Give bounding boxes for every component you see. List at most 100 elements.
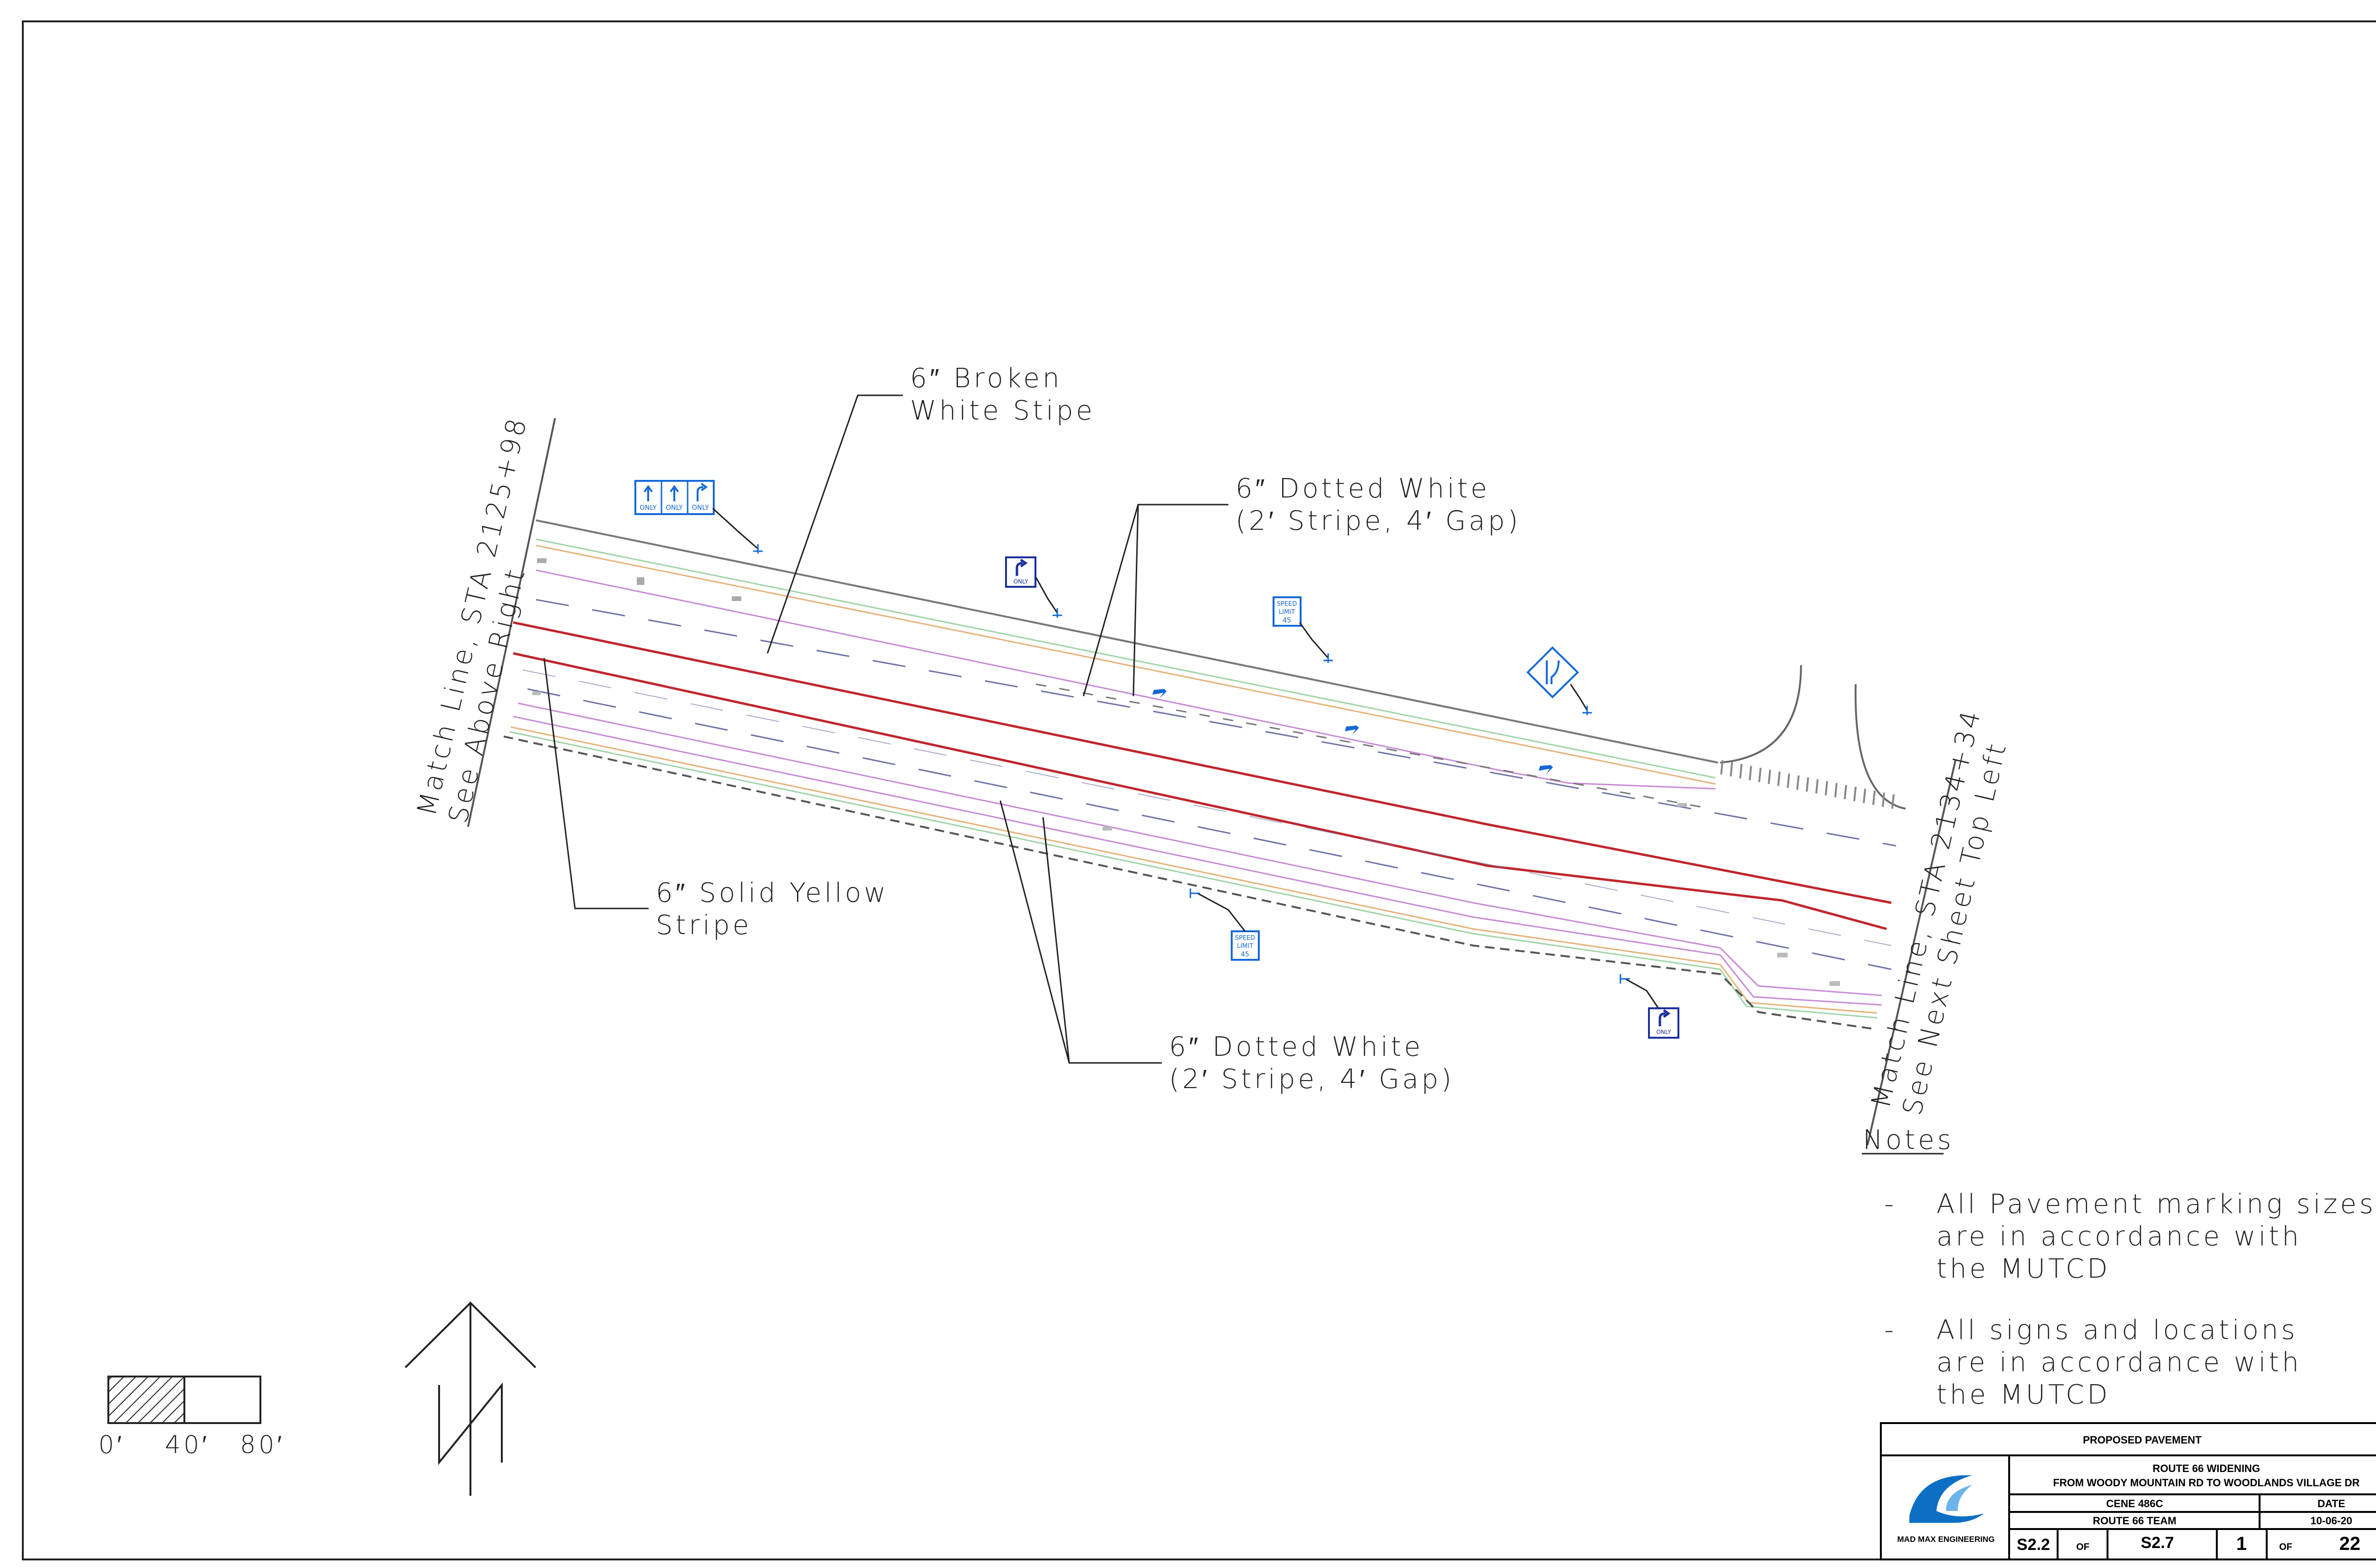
speed-limit-sign-bottom: SPEED LIMIT 45: [1189, 889, 1260, 961]
callout-dotted-white-top-line1: 6″ Dotted White: [1236, 473, 1490, 504]
callout-dotted-white-bottom-line2: (2′ Stripe, 4′ Gap): [1169, 1064, 1455, 1095]
bottom-edge-pink: [517, 702, 1882, 996]
sheet-date: 10-06-20: [2310, 1515, 2352, 1527]
sign-post-marker: [1189, 889, 1200, 898]
roadway: [467, 418, 1956, 1146]
broken-white-stripe-south-2: [522, 669, 1892, 946]
speed-limit-top-line1: SPEED: [1277, 601, 1297, 608]
scale-label-80: 80′: [240, 1431, 285, 1459]
sheet-number: S2.2: [2017, 1536, 2050, 1554]
match-line-right: [1867, 760, 1956, 1146]
straight-arrow-icon: [670, 485, 679, 501]
yellow-centerline-lower: [513, 652, 1887, 930]
lane-reduction-warning-sign: [1526, 646, 1592, 715]
scale-label-40: 40′: [165, 1431, 210, 1459]
right-only-label-bottom: ONLY: [1657, 1029, 1672, 1035]
lane-merge-icon: [1546, 660, 1560, 684]
side-road-curb-left: [1720, 665, 1802, 764]
title-block: [1880, 1422, 2376, 1560]
note-2-line3: the MUTCD: [1936, 1379, 2110, 1410]
speed-limit-sign-top: SPEED LIMIT 45: [1273, 596, 1333, 663]
lane-use-label-1: ONLY: [640, 504, 657, 512]
right-turn-arrow-icon: [697, 483, 708, 501]
team-name: ROUTE 66 TEAM: [2093, 1515, 2176, 1527]
right-turn-arrow-icon: [1016, 558, 1028, 576]
match-line-left: [467, 418, 556, 827]
date-label: DATE: [2318, 1498, 2345, 1510]
title-block-text: PROPOSED PAVEMENT ROUTE 66 WIDENING FROM…: [1897, 1434, 2361, 1554]
pavement-arrow-1: [1152, 689, 1167, 698]
speed-limit-top-line3: 45: [1283, 617, 1291, 624]
bottom-edge-orange: [510, 726, 1878, 1014]
broken-white-stripe-south: [527, 688, 1892, 970]
notes: Notes - All Pavement marking sizes are i…: [1862, 1125, 2376, 1410]
sign-post-marker: [1053, 608, 1062, 618]
broken-white-stripe-north: [536, 599, 1897, 847]
pavement-arrow-3: [1539, 765, 1553, 774]
speed-limit-top-line2: LIMIT: [1279, 609, 1295, 616]
sheet-border: [22, 20, 2376, 1560]
course-number: CENE 486C: [2106, 1498, 2163, 1510]
bottom-edge-pink-2: [513, 716, 1882, 1006]
company-name: MAD MAX ENGINEERING: [1897, 1535, 1995, 1544]
scale-bar: 0′ 40′ 80′: [98, 1376, 285, 1459]
lane-use-label-3: ONLY: [692, 504, 709, 512]
note-2-line2: are in accordance with: [1936, 1347, 2302, 1378]
pavement-arrow-gray-3: [1777, 953, 1840, 986]
project-line1: ROUTE 66 WIDENING: [2153, 1463, 2260, 1474]
project-line2: FROM WOODY MOUNTAIN RD TO WOODLANDS VILL…: [2053, 1477, 2359, 1489]
speed-limit-bottom-line3: 45: [1241, 951, 1249, 958]
note-1-line1: All Pavement marking sizes: [1936, 1189, 2376, 1220]
bottom-edge-green: [509, 731, 1878, 1019]
page-total: 22: [2339, 1533, 2361, 1554]
of-label-1: OF: [2076, 1542, 2089, 1552]
dotted-white-north: [1035, 683, 1711, 810]
callout-broken-white-line1: 6″ Broken: [910, 363, 1062, 394]
callout-dotted-white-bottom-line1: 6″ Dotted White: [1169, 1032, 1423, 1062]
speed-limit-bottom-line1: SPEED: [1235, 935, 1255, 942]
top-edge-green: [536, 538, 1716, 779]
sign-post-marker: [753, 544, 763, 554]
speed-limit-bottom-line2: LIMIT: [1237, 943, 1253, 950]
top-edge-orange: [536, 545, 1716, 785]
callout-solid-yellow: 6″ Solid Yellow Stripe: [543, 658, 889, 941]
note-1-bullet: -: [1884, 1189, 1897, 1220]
scale-label-0: 0′: [98, 1431, 125, 1459]
lane-use-label-2: ONLY: [666, 504, 683, 512]
pavement-arrow-2: [1345, 726, 1359, 735]
lane-use-sign: ONLY ONLY ONLY: [634, 480, 763, 554]
of-label-2: OF: [2279, 1542, 2292, 1552]
pavement-arrow-gray-1: [537, 558, 741, 601]
sign-post-marker: [1582, 706, 1592, 715]
north-arrow-icon: [404, 1301, 537, 1496]
side-road-curb-right: [1854, 684, 1906, 810]
sheet-total: S2.7: [2141, 1534, 2174, 1552]
notes-heading: Notes: [1863, 1125, 1954, 1156]
note-1-line3: the MUTCD: [1936, 1253, 2110, 1284]
top-edge-of-pavement: [536, 519, 1718, 764]
top-pink-taper: [1501, 770, 1716, 790]
right-only-sign-top: ONLY: [1005, 556, 1062, 618]
sign-post-marker: [1619, 974, 1630, 984]
crosswalk: [1720, 760, 1895, 809]
bottom-edge-of-pavement: [503, 736, 1873, 1030]
callout-dotted-white-bottom: 6″ Dotted White (2′ Stripe, 4′ Gap): [999, 800, 1455, 1095]
yellow-centerline-upper: [513, 621, 1892, 904]
page-number: 1: [2236, 1533, 2247, 1554]
match-line-left-label: Match Line, STA 2125+98 See Above Right: [411, 413, 533, 826]
sheet-title: PROPOSED PAVEMENT: [2083, 1434, 2202, 1446]
company-logo: [1909, 1475, 1984, 1523]
straight-arrow-icon: [643, 485, 653, 501]
top-edge-pink: [536, 569, 1502, 772]
note-2-bullet: -: [1884, 1315, 1897, 1346]
match-line-right-label: Match Line, STA 2134+34 See Next Sheet T…: [1865, 705, 2013, 1118]
callout-dotted-white-top: 6″ Dotted White (2′ Stripe, 4′ Gap): [1083, 473, 1518, 697]
callout-broken-white-line2: White Stipe: [910, 395, 1095, 426]
note-2-line1: All signs and locations: [1936, 1315, 2298, 1346]
right-only-label-top: ONLY: [1014, 578, 1029, 585]
callout-solid-yellow-line1: 6″ Solid Yellow: [656, 878, 889, 908]
callout-broken-white: 6″ Broken White Stipe: [766, 363, 1095, 654]
callout-solid-yellow-line2: Stripe: [656, 910, 752, 941]
pavement-arrow-gray-2: [532, 691, 1687, 831]
